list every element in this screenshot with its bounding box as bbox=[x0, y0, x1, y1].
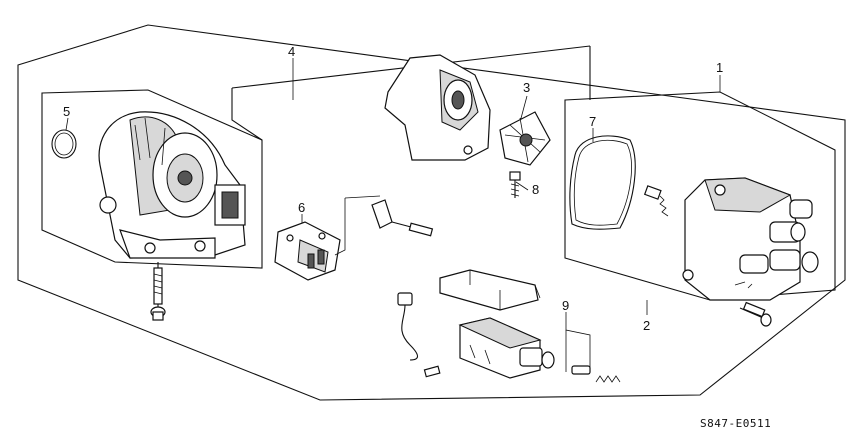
ignition-coil bbox=[458, 317, 555, 379]
coil-cover-plate bbox=[439, 269, 541, 311]
callout-2: 2 bbox=[643, 318, 650, 333]
o-ring bbox=[51, 129, 77, 159]
coil-spring-terminal bbox=[571, 365, 621, 383]
diagram-code: S847-E0511 bbox=[700, 417, 771, 430]
ignition-group-frame bbox=[231, 88, 263, 141]
coil-lead-wire bbox=[397, 292, 441, 378]
igniter-module bbox=[274, 221, 341, 281]
callout-3: 3 bbox=[523, 80, 530, 95]
callout-8: 8 bbox=[532, 182, 539, 197]
bracket-screw bbox=[334, 195, 434, 256]
callout-9: 9 bbox=[562, 298, 569, 313]
callout-6: 6 bbox=[298, 200, 305, 215]
cap-gasket bbox=[569, 135, 636, 230]
coil-cover bbox=[384, 54, 491, 161]
distributor-housing bbox=[98, 111, 246, 259]
cap-screw bbox=[739, 301, 772, 327]
carbon-brush-spring bbox=[643, 185, 669, 217]
housing-bolt bbox=[150, 262, 166, 321]
distributor-cap bbox=[682, 177, 819, 301]
callout-1: 1 bbox=[716, 60, 723, 75]
callout-5: 5 bbox=[63, 104, 70, 119]
callout-7: 7 bbox=[589, 114, 596, 129]
callout-4: 4 bbox=[288, 44, 295, 59]
outer-group-frame bbox=[17, 24, 846, 401]
housing-group-frame bbox=[41, 89, 263, 269]
rotor-screw bbox=[509, 171, 521, 198]
rotor bbox=[499, 111, 551, 166]
